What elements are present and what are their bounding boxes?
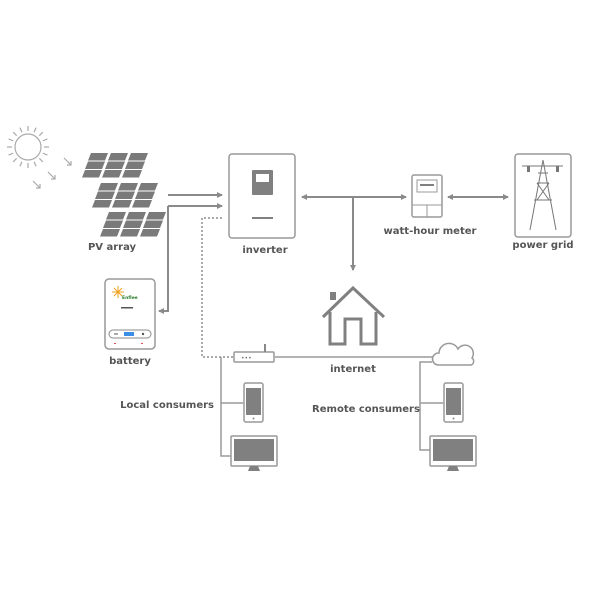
solar-panel: [140, 212, 166, 237]
watt-hour-meter-icon: [411, 174, 443, 218]
solar-panel: [100, 212, 126, 237]
battery-label: battery: [109, 356, 151, 367]
remote-phone-icon: [443, 382, 464, 423]
internet-label: internet: [330, 364, 376, 375]
remote-consumers-line: [419, 361, 432, 451]
local-phone-icon: [243, 382, 264, 423]
battery-logo: Enflee: [122, 295, 138, 301]
pv-array-icon: [82, 153, 166, 237]
sun-icon: [7, 126, 49, 168]
solar-panel: [132, 183, 158, 208]
remote-consumers-label: Remote consumers: [312, 404, 420, 415]
local-monitor-icon: [230, 435, 278, 471]
svg-text:•••: •••: [241, 355, 252, 362]
ac-connectors: [301, 194, 509, 271]
solar-panel: [112, 183, 138, 208]
solar-panel: [102, 153, 128, 178]
house-icon: [321, 285, 386, 346]
watt-hour-meter-label: watt-hour meter: [384, 226, 477, 237]
local-consumers-line: [220, 357, 231, 457]
pv-array-label: PV array: [88, 242, 137, 253]
logo-star-icon: [112, 286, 124, 298]
power-grid-label: power grid: [512, 240, 573, 251]
solar-panel: [120, 212, 146, 237]
pv-to-inverter-connectors: [158, 192, 223, 314]
sunlight-arrows-icon: [32, 157, 72, 189]
cloud-icon: [431, 342, 475, 366]
router-icon: •••: [233, 344, 275, 363]
solar-panel: [92, 183, 118, 208]
local-consumers-label: Local consumers: [120, 400, 214, 411]
power-grid-tower-icon: [514, 153, 572, 238]
inverter-icon: [228, 153, 296, 239]
communication-dotted-line: [201, 217, 236, 358]
battery-icon: Enflee: [104, 278, 156, 350]
solar-panel: [122, 153, 148, 178]
remote-monitor-icon: [429, 435, 477, 471]
solar-panel: [82, 153, 108, 178]
inverter-label: inverter: [242, 245, 287, 256]
